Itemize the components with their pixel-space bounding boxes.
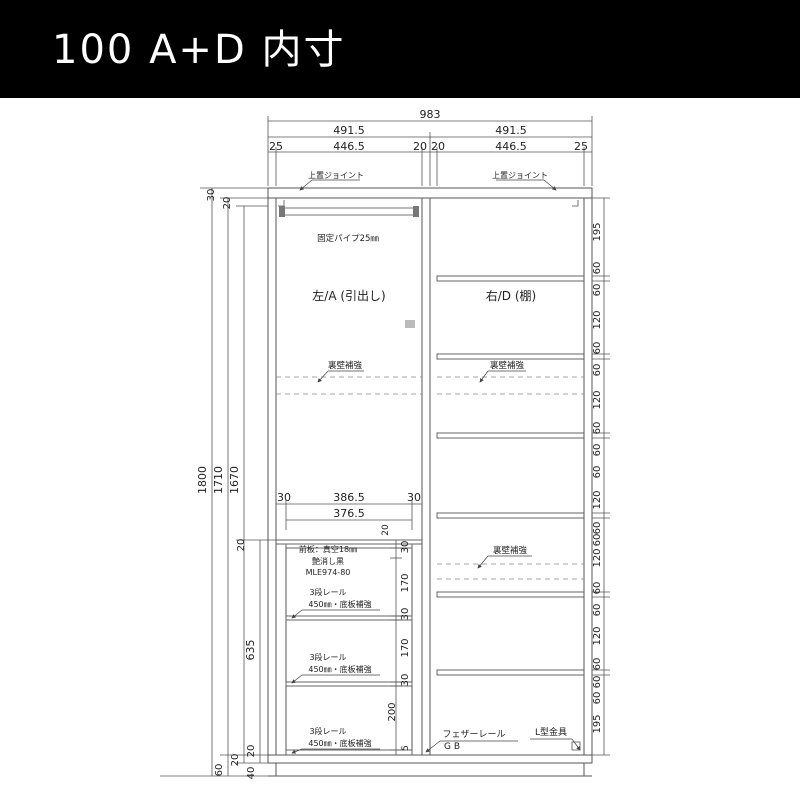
left-dimensions xyxy=(160,187,592,777)
dim-r-60-12: 60 xyxy=(592,658,603,671)
page-title: 100 A+D 内寸 xyxy=(52,27,346,73)
rail-label-2a: 3段レール xyxy=(309,652,346,662)
dim-top-30: 30 xyxy=(206,189,217,202)
dim-r-120-3: 120 xyxy=(592,490,603,509)
top-dimensions xyxy=(267,116,593,186)
dim-r-60-11: 60 xyxy=(592,604,603,617)
rail-label-3a: 3段レール xyxy=(309,726,346,736)
top-joint-left-label: 上置ジョイント xyxy=(308,171,364,180)
dim-d-30b: 30 xyxy=(400,608,411,621)
dim-635: 635 xyxy=(244,640,257,661)
dim-bot-40: 40 xyxy=(246,767,257,780)
drawer-block xyxy=(275,539,423,755)
dim-1710: 1710 xyxy=(212,466,225,494)
dim-r-120-5: 120 xyxy=(592,626,603,645)
dim-r-120-1: 120 xyxy=(592,310,603,329)
back-reinforce-label-1: 裏壁補強 xyxy=(328,360,363,371)
left-section-label: 左/A (引出し) xyxy=(312,288,385,303)
dim-drawer-30-left: 30 xyxy=(277,491,291,504)
front-panel-label-3: MLE974-80 xyxy=(306,568,351,577)
top-joint-right-label: 上置ジョイント xyxy=(492,171,548,180)
dim-d-5: 5 xyxy=(401,745,411,751)
dim-drawer-20: 20 xyxy=(381,524,391,536)
dim-491-left: 491.5 xyxy=(333,124,365,137)
dim-mid-20: 20 xyxy=(236,539,247,552)
dim-bot-20: 20 xyxy=(246,745,257,758)
back-reinforce-label-3: 裏壁補強 xyxy=(493,545,528,556)
dim-r-60-8: 60 xyxy=(592,522,603,535)
front-panel-label-2: 艶消し黒 xyxy=(312,556,344,566)
dim-r-60-4: 60 xyxy=(592,364,603,377)
dim-d-30a: 30 xyxy=(400,541,411,554)
title-bar: 100 A+D 内寸 xyxy=(0,0,800,98)
dim-r-120-2: 120 xyxy=(592,390,603,409)
rail-label-3b: 450㎜・底板補強 xyxy=(308,738,371,748)
dim-r-60-13: 60 xyxy=(592,676,603,689)
dim-d-200: 200 xyxy=(387,702,398,721)
dim-1800: 1800 xyxy=(196,466,209,494)
dim-983: 983 xyxy=(420,108,441,121)
dim-drawer-376: 376.5 xyxy=(333,507,365,520)
fixed-pipe-label: 固定パイプ25㎜ xyxy=(317,233,379,244)
dim-r-60-10: 60 xyxy=(592,582,603,595)
right-dimensions xyxy=(592,197,610,756)
dim-r-60-7: 60 xyxy=(592,466,603,479)
dim-r-60-5: 60 xyxy=(592,422,603,435)
dim-20-right: 20 xyxy=(431,140,445,153)
dim-drawer-30-right: 30 xyxy=(407,491,421,504)
rail-label-1b: 450㎜・底板補強 xyxy=(308,599,371,609)
right-section-label: 右/D (棚) xyxy=(486,288,536,303)
right-shelves xyxy=(436,275,585,676)
dim-491-right: 491.5 xyxy=(495,124,527,137)
fixed-pipe xyxy=(279,206,419,217)
dim-r-60-6: 60 xyxy=(592,444,603,457)
rail-label-1a: 3段レール xyxy=(309,587,346,597)
feather-rail-label: フェザーレール xyxy=(442,729,505,740)
dim-bot-60: 60 xyxy=(214,764,225,777)
dim-446-left: 446.5 xyxy=(333,140,365,153)
dim-r-60-9: 60 xyxy=(592,534,603,547)
dim-d-30c: 30 xyxy=(400,674,411,687)
l-bracket-label: L型金具 xyxy=(535,726,567,738)
rail-label-2b: 450㎜・底板補強 xyxy=(308,664,371,674)
dim-d-170a: 170 xyxy=(400,573,411,592)
dim-25-left: 25 xyxy=(269,140,283,153)
dim-1670: 1670 xyxy=(228,466,241,494)
dim-d-170b: 170 xyxy=(400,638,411,657)
dim-bot-20b: 20 xyxy=(230,754,241,767)
front-panel-label-1: 前板：真空18㎜ xyxy=(299,544,357,554)
dim-top-20: 20 xyxy=(222,197,233,210)
dim-r-120-4: 120 xyxy=(592,548,603,567)
dim-20-left: 20 xyxy=(413,140,427,153)
dim-25-right: 25 xyxy=(574,140,588,153)
gb-label: G B xyxy=(444,742,460,752)
dim-r-195a: 195 xyxy=(592,222,603,241)
dim-r-60-2: 60 xyxy=(592,284,603,297)
dim-r-60-14: 60 xyxy=(592,692,603,705)
dim-r-60-1: 60 xyxy=(592,262,603,275)
dim-446-right: 446.5 xyxy=(495,140,527,153)
dim-r-195b: 195 xyxy=(592,714,603,733)
back-reinforce-label-2: 裏壁補強 xyxy=(490,360,525,371)
dim-r-60-3: 60 xyxy=(592,342,603,355)
dim-drawer-386: 386.5 xyxy=(333,491,365,504)
